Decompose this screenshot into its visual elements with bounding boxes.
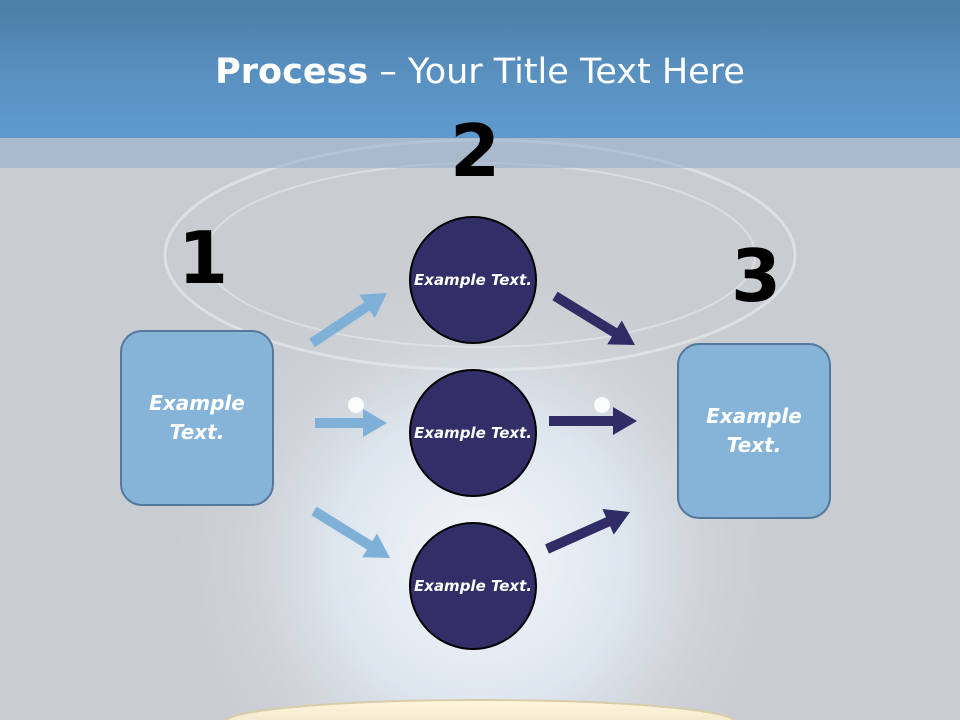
arrow-2-middle-to-3 — [549, 407, 637, 435]
stage-platform — [224, 699, 736, 720]
step-number-3: 3 — [731, 234, 782, 318]
step-1-box: Example Text. — [120, 330, 274, 506]
step-2-circle-top: Example Text. — [409, 216, 537, 344]
arrow-1-to-2-middle — [315, 409, 387, 437]
step-2-circle-text: Example Text. — [414, 423, 532, 442]
title-bold: Process — [215, 52, 369, 92]
step-2-circle-bottom: Example Text. — [409, 522, 537, 650]
title-band — [0, 138, 960, 168]
arrow-1-to-2-top — [309, 293, 387, 348]
arrow-2-bottom-to-3 — [545, 509, 630, 554]
step-3-box: Example Text. — [677, 343, 831, 519]
step-2-circle-middle: Example Text. — [409, 369, 537, 497]
spotlight — [348, 397, 364, 413]
title-bar — [0, 0, 960, 138]
step-number-1: 1 — [178, 216, 229, 300]
spotlight — [594, 397, 610, 413]
arrow-2-top-to-3 — [552, 291, 635, 345]
step-1-text: Example Text. — [149, 391, 245, 444]
slide-title: Process – Your Title Text Here — [0, 52, 960, 92]
step-3-text: Example Text. — [706, 404, 802, 457]
title-rest: – Your Title Text Here — [368, 52, 745, 92]
step-number-2: 2 — [450, 109, 501, 193]
arrow-1-to-2-bottom — [311, 506, 390, 558]
step-2-circle-text: Example Text. — [414, 270, 532, 289]
step-2-circle-text: Example Text. — [414, 576, 532, 595]
